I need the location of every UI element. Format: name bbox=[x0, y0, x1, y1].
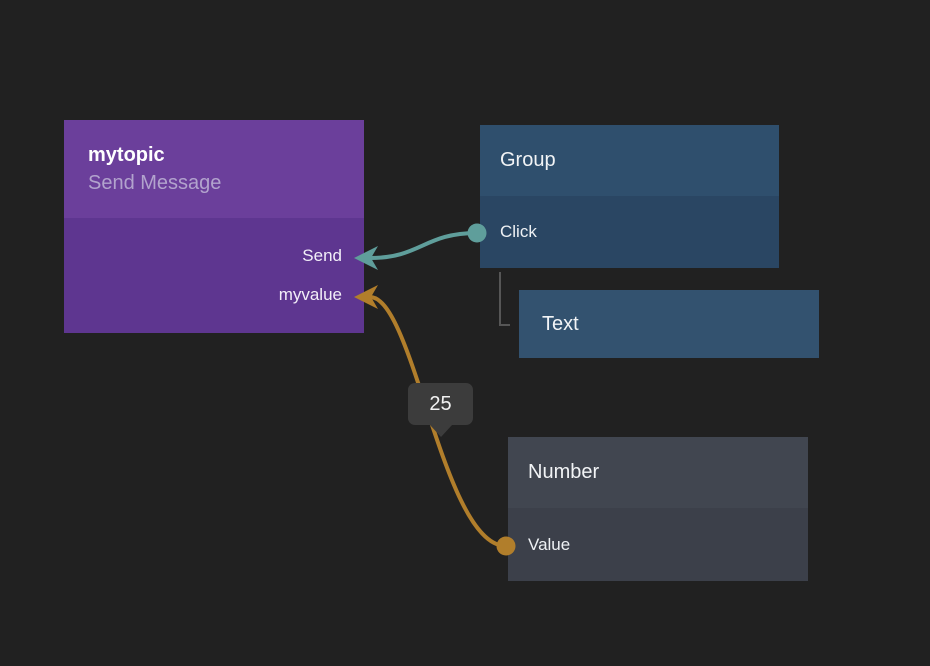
arrowhead-send-icon bbox=[354, 246, 378, 270]
port-dot-value[interactable] bbox=[496, 536, 516, 556]
port-label: Value bbox=[528, 534, 571, 554]
port-label: myvalue bbox=[278, 284, 342, 304]
node-subtitle: Send Message bbox=[88, 172, 222, 194]
arrowhead-myvalue-icon bbox=[354, 285, 378, 309]
output-port-value[interactable]: Value bbox=[508, 508, 808, 581]
node-send-message[interactable]: mytopic Send Message Send myvalue bbox=[64, 120, 364, 333]
port-dot-click[interactable] bbox=[467, 223, 487, 243]
node-number[interactable]: Number Value bbox=[508, 437, 808, 581]
node-title: Number bbox=[528, 461, 600, 483]
node-group-header[interactable]: Group bbox=[480, 125, 779, 196]
node-title: Text bbox=[542, 312, 579, 335]
node-number-header[interactable]: Number bbox=[508, 437, 808, 508]
connection-value-text: 25 bbox=[429, 392, 452, 415]
input-port-send[interactable]: Send bbox=[64, 236, 364, 275]
connection-click-to-send[interactable] bbox=[369, 231, 478, 260]
hierarchy-line-group-text bbox=[499, 272, 510, 326]
node-text[interactable]: Text bbox=[519, 290, 819, 358]
port-label: Click bbox=[500, 222, 537, 241]
output-port-click[interactable]: Click bbox=[480, 196, 779, 268]
node-title: Group bbox=[500, 149, 556, 171]
badge-pointer-icon bbox=[429, 425, 452, 437]
input-port-myvalue[interactable]: myvalue bbox=[64, 275, 364, 314]
node-send-message-body: Send myvalue bbox=[64, 218, 364, 333]
node-title: mytopic bbox=[88, 144, 165, 166]
node-group[interactable]: Group Click bbox=[480, 125, 779, 268]
connection-value-badge: 25 bbox=[408, 383, 473, 437]
node-send-message-header[interactable]: mytopic Send Message bbox=[64, 120, 364, 218]
port-label: Send bbox=[302, 245, 342, 265]
